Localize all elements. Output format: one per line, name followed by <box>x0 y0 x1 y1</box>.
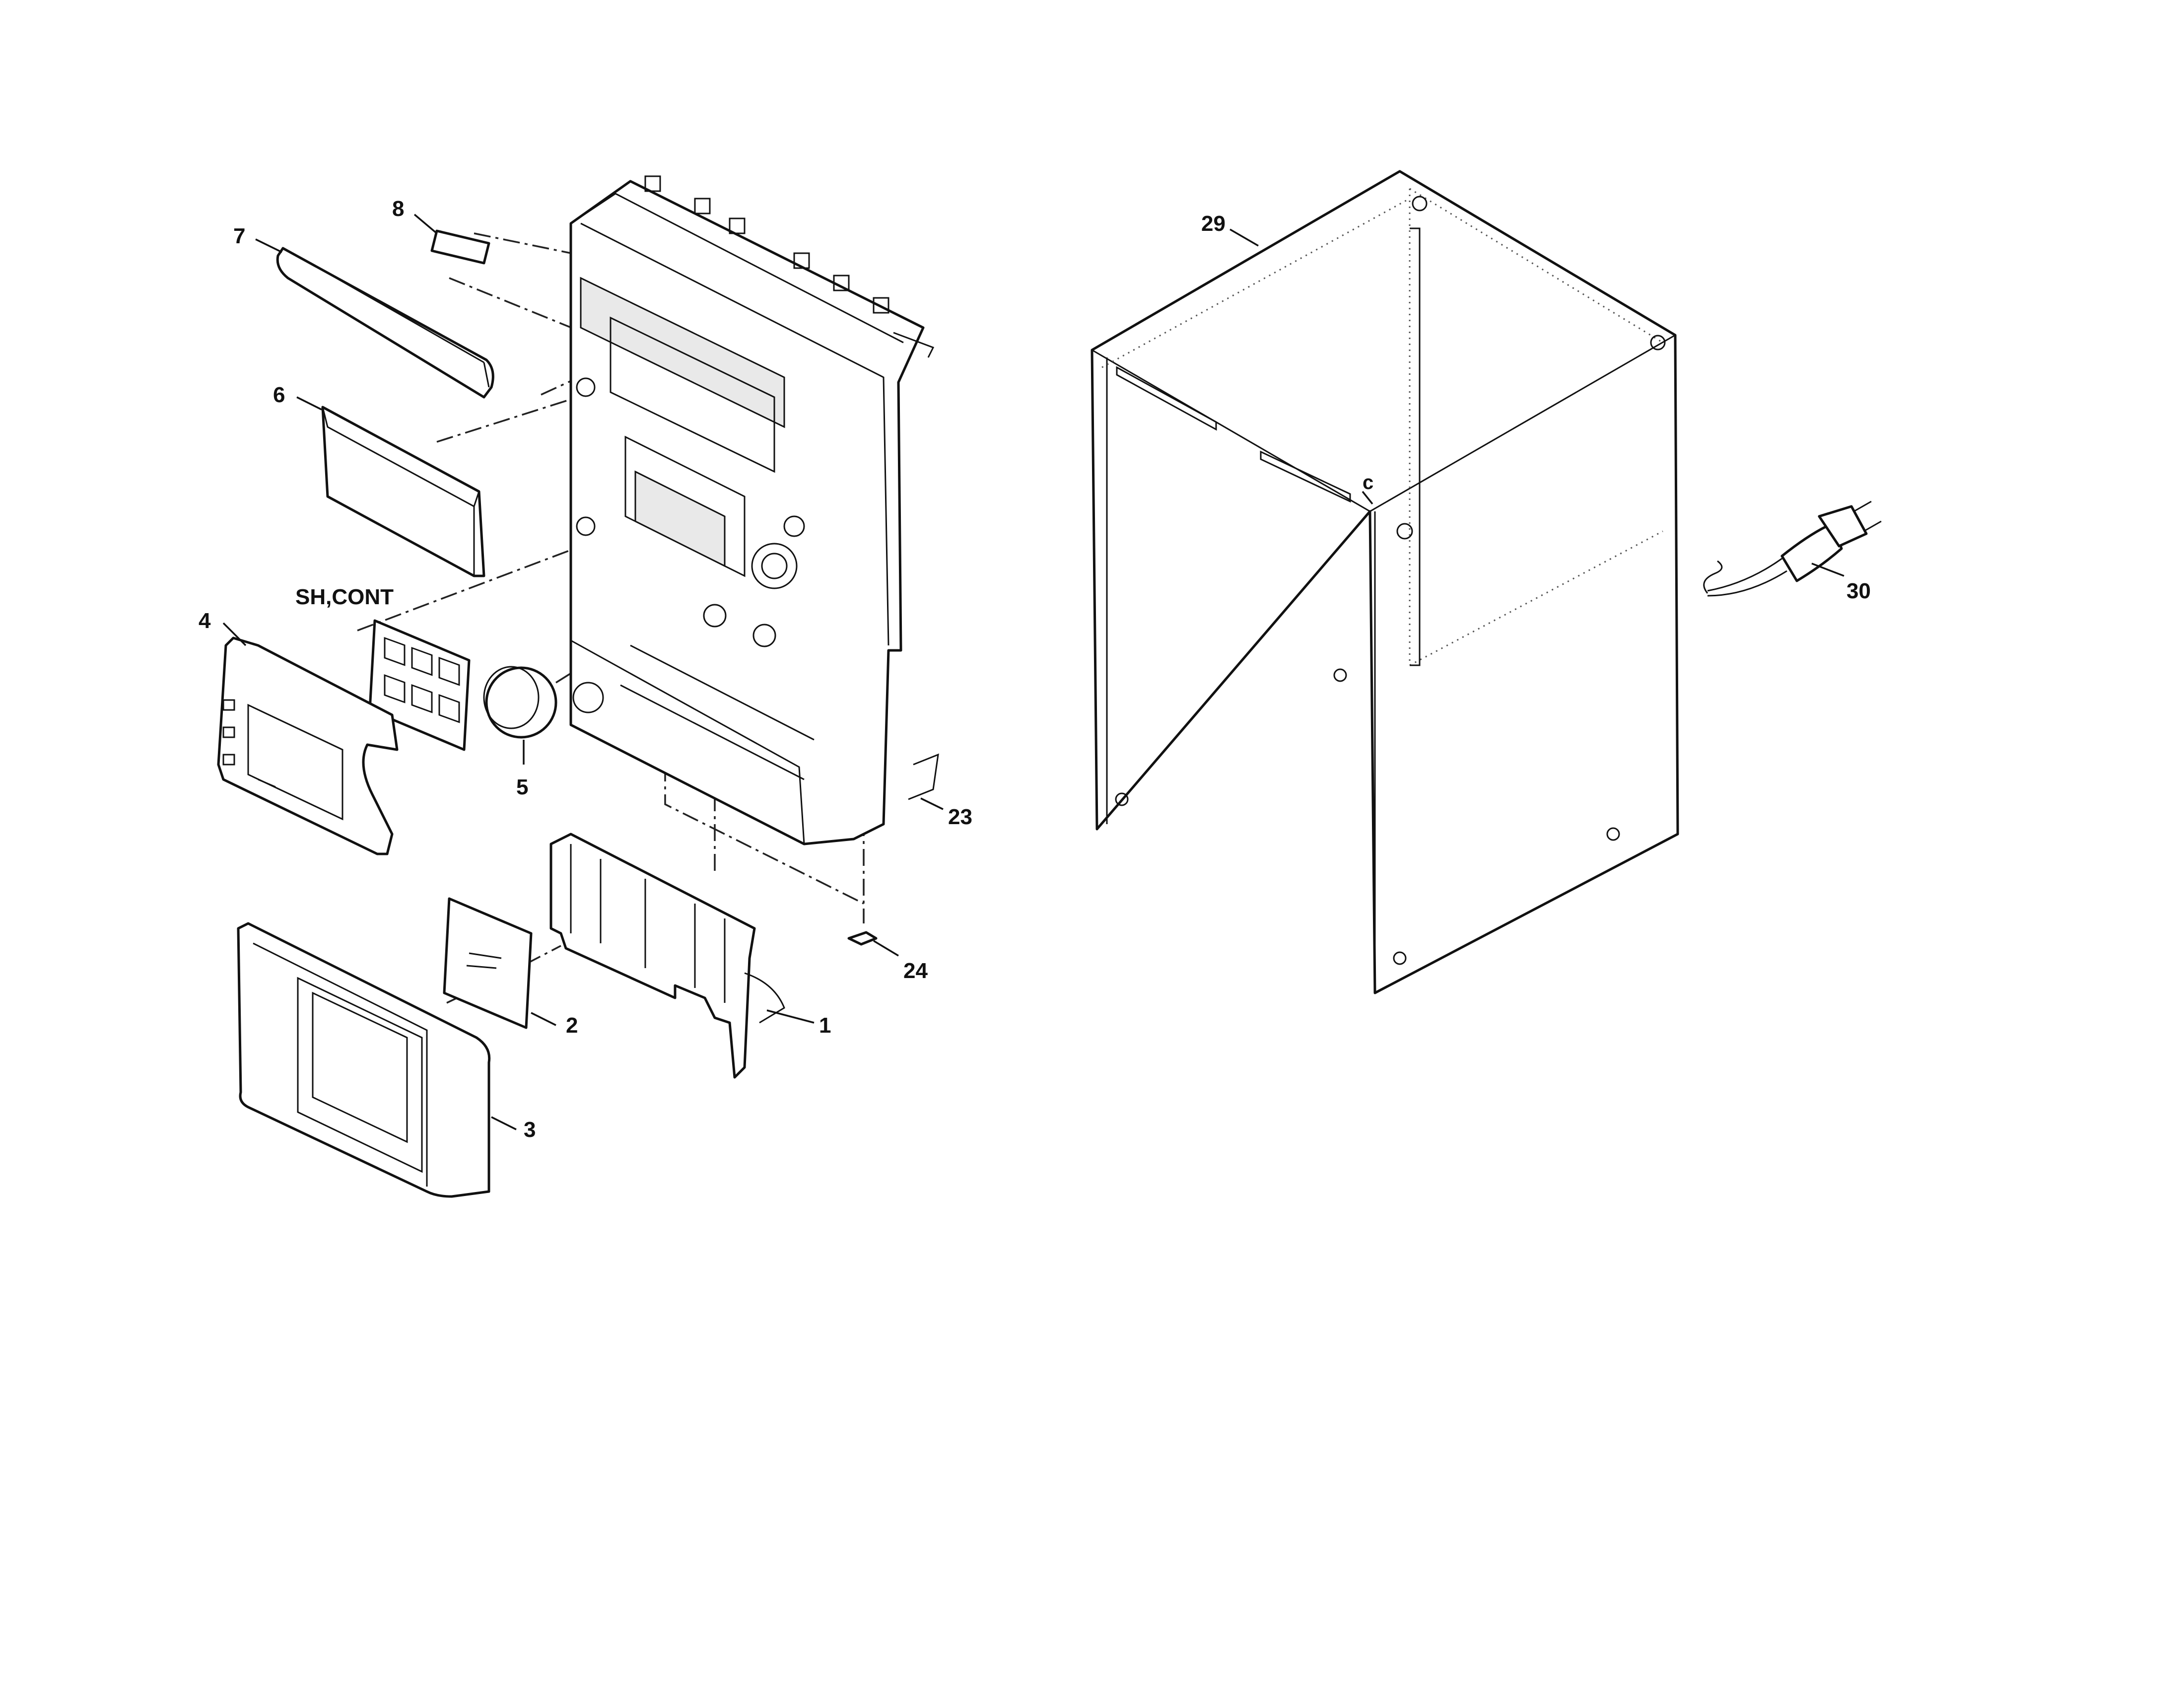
label-part-8: 8 <box>392 197 404 221</box>
part-labels: 7 8 6 4 SH,CONT 5 23 1 2 3 24 29 c 30 <box>199 197 1871 1142</box>
main-front-cabinet <box>569 175 939 845</box>
part-24-foot <box>847 931 878 946</box>
part-6-cover <box>321 406 485 577</box>
label-part-4: 4 <box>199 609 211 633</box>
part-1-holder-frame <box>549 833 785 1079</box>
sh-cont-switch-pad <box>368 619 471 751</box>
part-8-label <box>430 229 490 265</box>
label-part-2: 2 <box>566 1013 578 1038</box>
label-part-1: 1 <box>819 1013 831 1038</box>
label-part-7: 7 <box>233 224 245 248</box>
part-5-knob <box>483 666 557 739</box>
leader-lines <box>222 213 1844 1130</box>
part-4-bezel <box>217 636 399 855</box>
label-part-24: 24 <box>903 959 928 983</box>
part-7-top-panel <box>276 247 494 399</box>
part-2-window <box>443 897 533 1029</box>
label-part-29: 29 <box>1201 211 1226 236</box>
part-3-front-door <box>237 922 491 1198</box>
label-part-3: 3 <box>524 1118 536 1142</box>
label-c: c <box>1363 472 1373 493</box>
label-part-23: 23 <box>948 805 972 829</box>
part-29-cabinet-cover <box>1091 170 1679 994</box>
label-part-6: 6 <box>273 383 285 407</box>
part-30-ac-plug <box>1703 500 1882 597</box>
label-sh-cont: SH,CONT <box>295 585 394 609</box>
label-part-30: 30 <box>1846 579 1871 603</box>
label-part-5: 5 <box>516 775 528 799</box>
